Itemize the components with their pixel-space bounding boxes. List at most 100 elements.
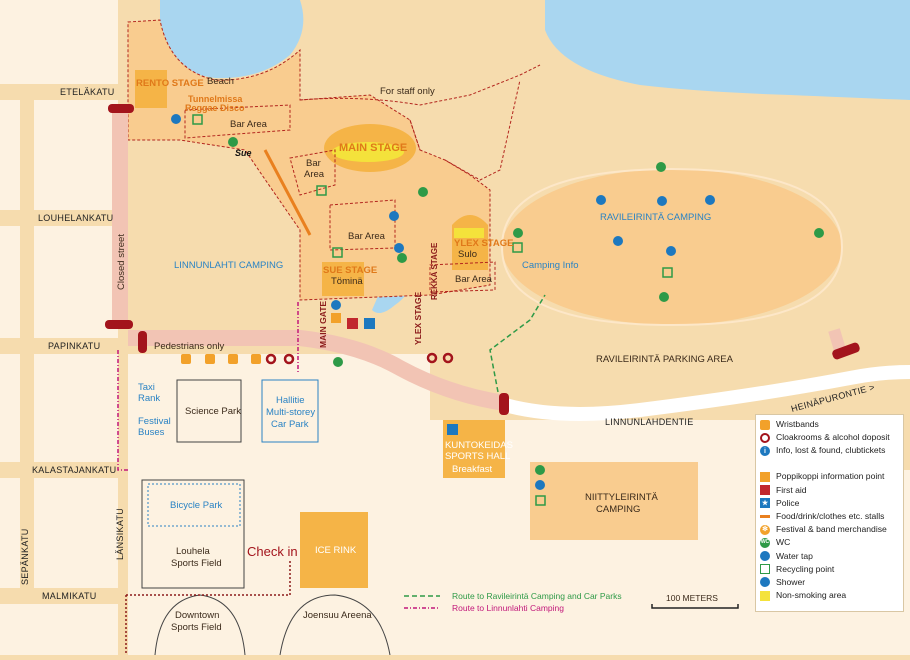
sue-logo: Sue — [235, 148, 252, 158]
legend-label: Police — [776, 497, 800, 508]
bar-area-2-label-2: Area — [304, 169, 325, 180]
recycling-icon — [760, 564, 770, 575]
pedestrians-only-label: Pedestrians only — [154, 341, 224, 352]
legend-label: Wristbands — [776, 419, 819, 430]
parking-area-label: RAVILEIRINTÄ PARKING AREA — [596, 354, 734, 365]
joensuu-areena-label: Joensuu Areena — [303, 610, 372, 621]
reggae-disco-label: Reggae Disco — [185, 103, 245, 113]
bar-area-4-label: Bar Area — [455, 274, 493, 285]
kuntokeidas-label-3: Breakfast — [452, 464, 492, 475]
street-louhelankatu: LOUHELANKATU — [38, 213, 113, 223]
legend-label: Water tap — [776, 550, 813, 561]
festival-area — [127, 19, 491, 301]
stall-line-icon — [760, 512, 770, 522]
linnunlahti-camping-label: LINNUNLAHTI CAMPING — [174, 260, 283, 271]
first-aid-icon — [760, 485, 770, 496]
street-heinapurontie: HEINÄPURONTIE > — [790, 382, 876, 414]
bar-area-3-label: Bar Area — [348, 231, 386, 242]
legend-item: Recycling point — [760, 563, 899, 576]
louhela-label-1: Louhela — [176, 546, 211, 557]
legend-label: Food/drink/clothes etc. stalls — [776, 511, 885, 522]
scale-label: 100 METERS — [666, 593, 718, 603]
map-legend: Wristbands Cloakrooms & alcohol doposit … — [755, 414, 904, 612]
legend-item: Cloakrooms & alcohol doposit — [760, 431, 899, 444]
lake-north — [160, 0, 304, 79]
hallitie-label-3: Car Park — [271, 419, 309, 430]
ravileirinta-camping-label: RAVILEIRINTÄ CAMPING — [600, 212, 711, 223]
main-gate-label: MAIN GATE — [318, 301, 328, 348]
bar-area-1-label: Bar Area — [230, 119, 268, 130]
camping-info-label: Camping Info — [522, 260, 579, 271]
closed-street — [112, 105, 128, 327]
main-stage-label: MAIN STAGE — [339, 142, 407, 154]
bicycle-park-label: Bicycle Park — [170, 500, 223, 511]
sue-stage-block — [322, 262, 364, 296]
bar-area-2-label-1: Bar — [306, 158, 321, 169]
taxi-label-2: Rank — [138, 393, 160, 404]
legend-label: WC — [776, 537, 791, 548]
cloakroom-icon — [760, 432, 770, 443]
street-linnunlahdentie: LINNUNLAHDENTIE — [605, 417, 694, 427]
ylex-stage-label: YLEX STAGE — [454, 238, 513, 249]
legend-item: ✻Festival & band merchandise — [760, 523, 899, 536]
ice-rink-label: ICE RINK — [315, 545, 357, 556]
legend-label: Non-smoking area — [776, 590, 847, 601]
festival-buses-label-2: Buses — [138, 427, 165, 438]
legend-label: Poppikoppi information point — [776, 471, 885, 482]
legend-label: Info, lost & found, clubtickets — [776, 445, 886, 456]
hallitie-label-1: Hallitie — [276, 395, 305, 406]
legend-label: Cloakrooms & alcohol doposit — [776, 432, 890, 443]
legend-item: Non-smoking area — [760, 589, 899, 602]
green-route-label: Route to Ravileirintä Camping and Car Pa… — [452, 591, 622, 601]
closed-street-label: Closed street — [116, 234, 127, 290]
rekka-stage-label: REKKA STAGE — [430, 242, 439, 300]
poppikoppi-icon — [760, 471, 770, 482]
rento-stage-block — [135, 70, 167, 108]
kuntokeidas-label-2: SPORTS HALL — [445, 451, 510, 462]
legend-item: Wristbands — [760, 418, 899, 431]
science-park-label: Science Park — [185, 406, 241, 417]
legend-item: Water tap — [760, 550, 899, 563]
legend-label: First aid — [776, 484, 807, 495]
street-sepankatu: SEPÄNKATU — [20, 528, 30, 585]
louhela-label-2: Sports Field — [171, 558, 222, 569]
kuntokeidas-label-1: KUNTOKEIDAS — [445, 440, 513, 451]
ylex-gate-label: YLEX STAGE — [413, 291, 423, 345]
tunnelmissa-label: Tunnelmissa — [188, 94, 243, 104]
beach-label: Beach — [207, 76, 234, 87]
rento-stage-label: RENTO STAGE — [136, 78, 204, 89]
street-lansikatu: LÄNSIKATU — [115, 508, 125, 560]
ice-rink-block — [300, 512, 368, 588]
downtown-label-1: Downtown — [175, 610, 219, 621]
street-malmikatu: MALMIKATU — [42, 591, 97, 601]
niittyleirinta-label-2: CAMPING — [596, 504, 640, 515]
street-papinkatu: PAPINKATU — [48, 341, 100, 351]
legend-label: Festival & band merchandise — [776, 524, 887, 535]
legend-item: Food/drink/clothes etc. stalls — [760, 510, 899, 523]
sue-tomina-label: Töminä — [331, 276, 363, 287]
pink-route-label: Route to Linnunlahti Camping — [452, 603, 564, 613]
festival-buses-label-1: Festival — [138, 416, 171, 427]
niittyleirinta-label-1: NIITTYLEIRINTÄ — [585, 492, 659, 503]
legend-item: First aid — [760, 484, 899, 497]
wristbands-icon — [760, 419, 770, 430]
downtown-label-2: Sports Field — [171, 622, 222, 633]
water-tap-icon — [760, 551, 770, 562]
city-blocks — [0, 0, 118, 655]
hallitie-label-2: Multi-storey — [266, 407, 315, 418]
street-kalastajankatu: KALASTAJANKATU — [32, 465, 116, 475]
legend-item: ★Police — [760, 497, 800, 509]
check-in-label: Check in — [247, 544, 298, 559]
non-smoking-icon — [760, 590, 770, 601]
legend-item: Shower — [760, 576, 899, 589]
staff-only-label: For staff only — [380, 86, 435, 97]
ylex-sulo-label: Sulo — [458, 249, 477, 260]
taxi-label-1: Taxi — [138, 382, 155, 393]
shower-icon — [760, 577, 770, 588]
sue-stage-label: SUE STAGE — [323, 265, 377, 276]
